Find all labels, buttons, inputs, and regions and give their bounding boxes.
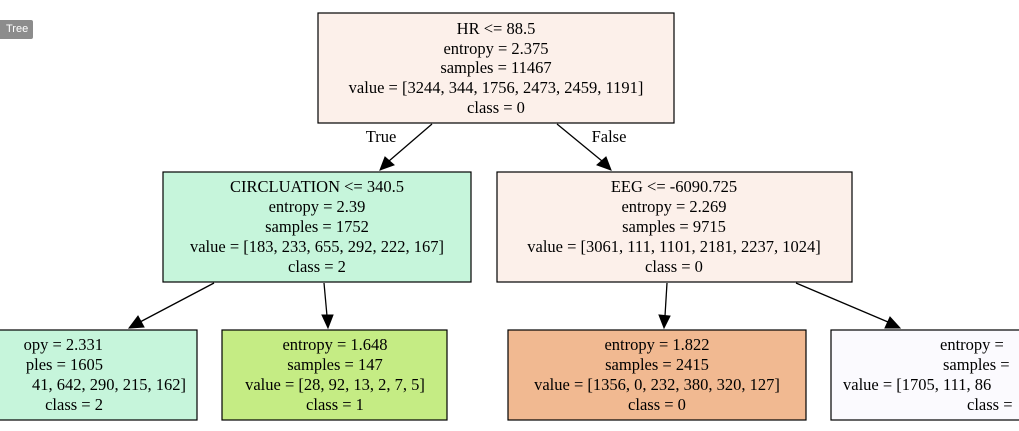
node-value: value = [3244, 344, 1756, 2473, 2459, 11… (349, 78, 644, 97)
node-box (0, 329, 198, 421)
tree-node-left: CIRCLUATION <= 340.5 entropy = 2.39 samp… (162, 171, 472, 283)
node-entropy: entropy = 2.375 (443, 39, 548, 58)
node-box (317, 12, 675, 124)
node-samples: samples = (943, 355, 1010, 374)
node-entropy: entropy = 1.648 (282, 335, 387, 354)
node-samples: samples = 9715 (622, 217, 726, 236)
edge-label-true: True (366, 127, 397, 146)
node-box (496, 171, 853, 283)
node-class: class = 2 (288, 257, 346, 276)
node-value: value = [1356, 0, 232, 380, 320, 127] (534, 375, 780, 394)
node-value: value = [3061, 111, 1101, 2181, 2237, 10… (527, 237, 820, 256)
edge-left-leftleft (139, 282, 215, 323)
node-class: class = 0 (467, 98, 525, 117)
edge-root-right-arrow (596, 156, 612, 171)
node-box (830, 329, 1019, 421)
node-samples: samples = 1752 (265, 217, 369, 236)
node-entropy: opy = 2.331 (24, 335, 103, 354)
edge-root-right (556, 123, 603, 162)
node-split: EEG <= -6090.725 (611, 177, 737, 196)
node-samples: samples = 147 (287, 355, 382, 374)
tree-node-left-right: entropy = 1.648 samples = 147 value = [2… (221, 329, 448, 421)
node-samples: samples = 2415 (605, 355, 709, 374)
node-value: 41, 642, 290, 215, 162] (32, 375, 186, 394)
node-box (221, 329, 448, 421)
tree-node-right-left: entropy = 1.822 samples = 2415 value = [… (507, 329, 807, 421)
node-box (507, 329, 807, 421)
node-entropy: entropy = 2.269 (621, 197, 726, 216)
node-class: class = 1 (306, 395, 364, 414)
edge-right-rightleft-arrow (658, 314, 671, 330)
tooltip: Tree (0, 20, 34, 39)
node-value: value = [183, 233, 655, 292, 222, 167] (190, 237, 444, 256)
tree-node-left-left: opy = 2.331 ples = 1605 41, 642, 290, 21… (0, 329, 198, 421)
edge-left-leftright (323, 282, 328, 317)
edges: True False (127, 123, 902, 330)
tree-node-right: EEG <= -6090.725 entropy = 2.269 samples… (496, 171, 853, 283)
node-split: CIRCLUATION <= 340.5 (230, 177, 404, 196)
edge-left-leftleft-arrow (127, 315, 145, 329)
edge-root-left (388, 123, 433, 162)
edge-left-leftright-arrow (321, 314, 334, 330)
node-split: HR <= 88.5 (457, 19, 536, 38)
tree-node-right-right: entropy = samples = value = [1705, 111, … (830, 329, 1019, 421)
node-box (162, 171, 472, 283)
edge-label-false: False (592, 127, 627, 146)
node-entropy: entropy = (940, 335, 1004, 354)
node-samples: ples = 1605 (26, 355, 103, 374)
node-class: class = (967, 395, 1013, 414)
node-class: class = 0 (645, 257, 703, 276)
node-value: value = [28, 92, 13, 2, 7, 5] (245, 375, 425, 394)
node-entropy: entropy = 1.822 (604, 335, 709, 354)
edge-right-rightright (795, 282, 889, 323)
node-entropy: entropy = 2.39 (269, 197, 366, 216)
edge-right-rightright-arrow (884, 316, 902, 329)
node-value: value = [1705, 111, 86 (843, 375, 991, 394)
node-class: class = 2 (45, 395, 103, 414)
tree-node-root: HR <= 88.5 entropy = 2.375 samples = 114… (317, 12, 675, 124)
edge-root-left-arrow (379, 156, 395, 171)
edge-right-rightleft (664, 282, 668, 317)
node-class: class = 0 (628, 395, 686, 414)
node-samples: samples = 11467 (440, 58, 551, 77)
